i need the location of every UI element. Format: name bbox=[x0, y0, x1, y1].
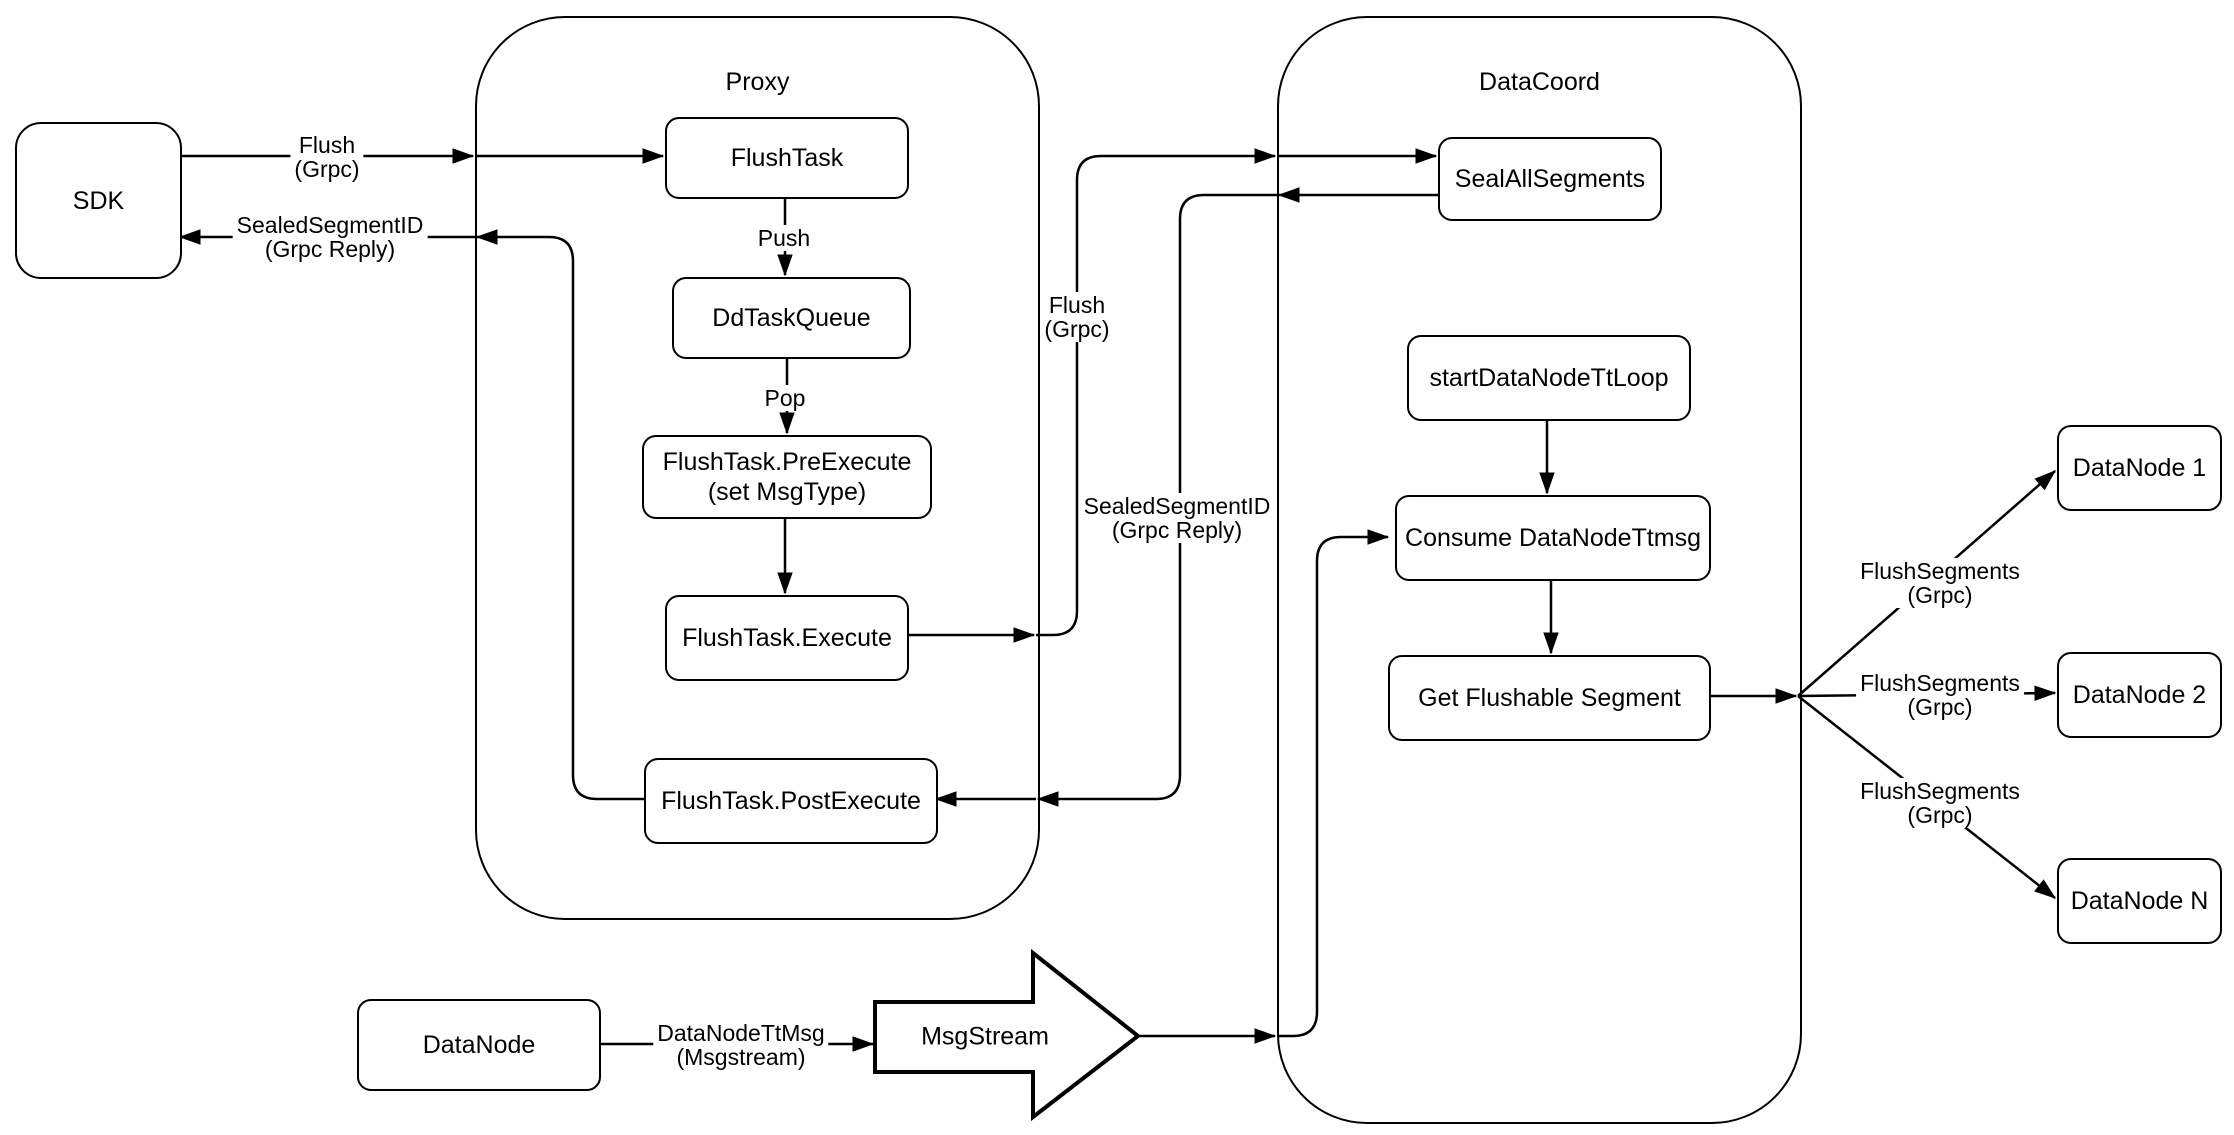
edge-label-line: FlushSegments bbox=[1860, 558, 2020, 584]
edge-label-line: (Msgstream) bbox=[676, 1044, 806, 1070]
msgstream-label: MsgStream bbox=[921, 1022, 1049, 1051]
edge-postexecute-to-proxy-edge bbox=[477, 237, 644, 801]
node-startdatanodettloop-label: startDataNodeTtLoop bbox=[1429, 364, 1669, 392]
edge-label-flushsegments-1: FlushSegments (Grpc) bbox=[1856, 558, 2024, 608]
node-sealallsegments: SealAllSegments bbox=[1438, 137, 1662, 221]
edge-label-line: Flush bbox=[298, 132, 356, 158]
edge-label-push: Push bbox=[753, 225, 815, 251]
proxy-container-title: Proxy bbox=[725, 68, 790, 96]
node-get-flushable-segment-label: Get Flushable Segment bbox=[1418, 684, 1681, 712]
datacoord-container: DataCoord bbox=[1277, 16, 1802, 1124]
edge-label-sealedsegmentid-sdk: SealedSegmentID (Grpc Reply) bbox=[232, 212, 428, 262]
edge-label-line: Pop bbox=[764, 385, 806, 411]
node-execute: FlushTask.Execute bbox=[665, 595, 909, 681]
node-postexecute-label: FlushTask.PostExecute bbox=[661, 787, 921, 815]
node-consume-datanodettmsg: Consume DataNodeTtmsg bbox=[1395, 495, 1711, 581]
node-postexecute: FlushTask.PostExecute bbox=[644, 758, 938, 844]
edge-label-line: (Grpc) bbox=[1044, 316, 1110, 342]
node-ddtaskqueue-label: DdTaskQueue bbox=[712, 304, 871, 332]
node-flushtask: FlushTask bbox=[665, 117, 909, 199]
edge-label-flush-grpc-sdk: Flush (Grpc) bbox=[290, 132, 364, 182]
edge-label-line: (Grpc) bbox=[1907, 802, 1973, 828]
edge-label-pop: Pop bbox=[760, 385, 810, 411]
edge-label-datanodettmsg: DataNodeTtMsg (Msgstream) bbox=[653, 1020, 829, 1070]
node-sdk-label: SDK bbox=[72, 186, 125, 215]
datacoord-container-title: DataCoord bbox=[1479, 68, 1600, 96]
edge-label-line: SealedSegmentID bbox=[236, 212, 424, 238]
node-datanode1: DataNode 1 bbox=[2057, 425, 2222, 511]
node-preexecute: FlushTask.PreExecute (set MsgType) bbox=[642, 435, 932, 519]
node-sealallsegments-label: SealAllSegments bbox=[1454, 165, 1646, 193]
node-ddtaskqueue: DdTaskQueue bbox=[672, 277, 911, 359]
node-datanoden: DataNode N bbox=[2057, 858, 2222, 944]
edge-label-line: SealedSegmentID bbox=[1083, 493, 1271, 519]
edge-label-flushsegments-3: FlushSegments (Grpc) bbox=[1856, 778, 2024, 828]
edge-proxy-edge-to-datacoord-edge bbox=[1036, 156, 1275, 637]
edge-label-line: Push bbox=[757, 225, 811, 251]
node-consume-datanodettmsg-label: Consume DataNodeTtmsg bbox=[1405, 524, 1701, 552]
proxy-container: Proxy bbox=[475, 16, 1040, 920]
node-datanode2: DataNode 2 bbox=[2057, 652, 2222, 738]
edge-label-line: (Grpc) bbox=[294, 156, 360, 182]
node-preexecute-label: FlushTask.PreExecute bbox=[662, 448, 912, 476]
edge-label-line: Flush bbox=[1048, 292, 1106, 318]
edge-label-sealedsegmentid-mid: SealedSegmentID (Grpc Reply) bbox=[1079, 493, 1275, 543]
edge-label-line: (Grpc) bbox=[1907, 694, 1973, 720]
node-get-flushable-segment: Get Flushable Segment bbox=[1388, 655, 1711, 741]
edge-label-line: (Grpc Reply) bbox=[264, 236, 396, 262]
node-datanode2-label: DataNode 2 bbox=[2072, 681, 2207, 709]
edge-label-flush-grpc-mid: Flush (Grpc) bbox=[1040, 292, 1114, 342]
edge-label-line: DataNodeTtMsg bbox=[657, 1020, 825, 1046]
node-flushtask-label: FlushTask bbox=[730, 144, 844, 172]
msgstream-shape bbox=[873, 948, 1142, 1122]
edge-label-line: (Grpc Reply) bbox=[1111, 517, 1243, 543]
node-sdk: SDK bbox=[15, 122, 182, 279]
edge-label-line: FlushSegments bbox=[1860, 670, 2020, 696]
node-datanode-source-label: DataNode bbox=[422, 1031, 536, 1059]
node-datanode1-label: DataNode 1 bbox=[2072, 454, 2207, 482]
edge-label-line: (Grpc) bbox=[1907, 582, 1973, 608]
edge-datacoord-edge-to-consume bbox=[1277, 537, 1388, 1038]
edge-label-flushsegments-2: FlushSegments (Grpc) bbox=[1856, 670, 2024, 720]
node-datanoden-label: DataNode N bbox=[2070, 887, 2209, 915]
node-preexecute-sublabel: (set MsgType) bbox=[707, 478, 867, 506]
edge-label-line: FlushSegments bbox=[1860, 778, 2020, 804]
node-startdatanodettloop: startDataNodeTtLoop bbox=[1407, 335, 1691, 421]
node-execute-label: FlushTask.Execute bbox=[682, 624, 892, 652]
node-datanode-source: DataNode bbox=[357, 999, 601, 1091]
